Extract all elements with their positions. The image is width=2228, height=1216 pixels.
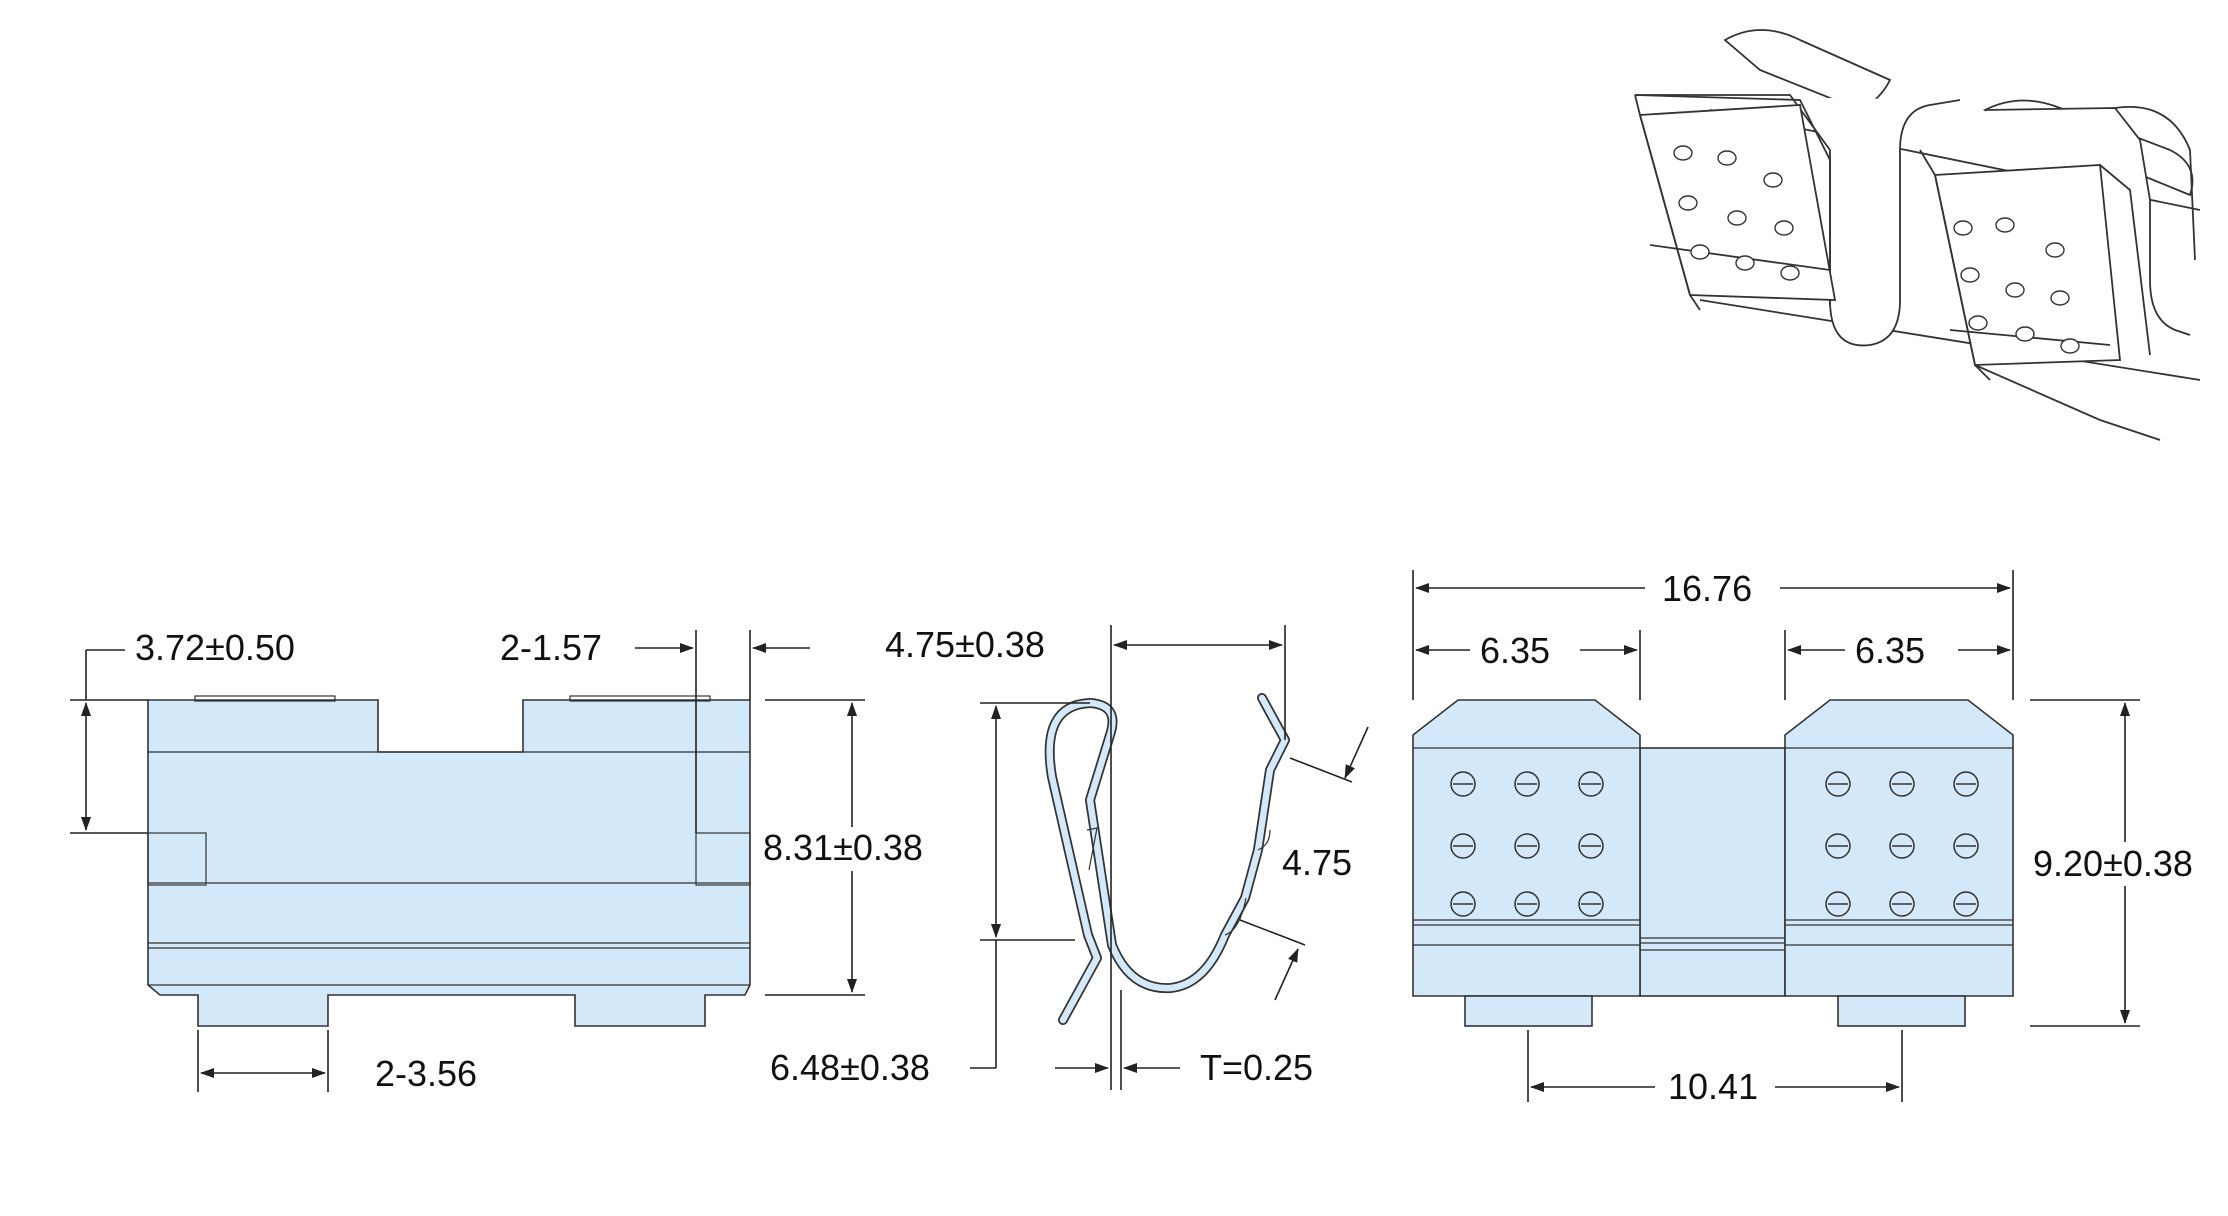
side-view: 4.75±0.38 4.75 6.48±0.38 T=0.25 — [770, 624, 1369, 1090]
top-view: 16.76 6.35 6.35 9.20±0.38 10.41 — [1412, 568, 2226, 1107]
front-view: 3.72±0.50 2-1.57 8.31±0.38 2-3.56 — [70, 627, 960, 1094]
dim-side-thickness: T=0.25 — [1200, 1047, 1313, 1088]
dim-front-height: 8.31±0.38 — [763, 827, 923, 868]
front-body — [147, 699, 751, 1027]
dim-top-overall: 16.76 — [1662, 568, 1752, 609]
left-pad-face — [1638, 104, 1837, 301]
dim-front-tab: 2-1.57 — [500, 627, 602, 668]
dim-front-width: 3.72±0.50 — [135, 627, 295, 668]
top-bridge — [1639, 747, 1786, 997]
dim-side-contact: 4.75 — [1282, 842, 1352, 883]
dim-side-depth: 6.48±0.38 — [770, 1047, 930, 1088]
side-profile — [1044, 693, 1290, 1025]
dim-top-pitch: 10.41 — [1668, 1066, 1758, 1107]
dim-top-left-pad: 6.35 — [1480, 630, 1550, 671]
isometric-view — [1634, 29, 2201, 441]
dim-top-right-pad: 6.35 — [1855, 630, 1925, 671]
dim-side-opening: 4.75±0.38 — [885, 624, 1045, 665]
dim-front-foot: 2-3.56 — [375, 1053, 477, 1094]
dim-top-height: 9.20±0.38 — [2033, 843, 2193, 884]
